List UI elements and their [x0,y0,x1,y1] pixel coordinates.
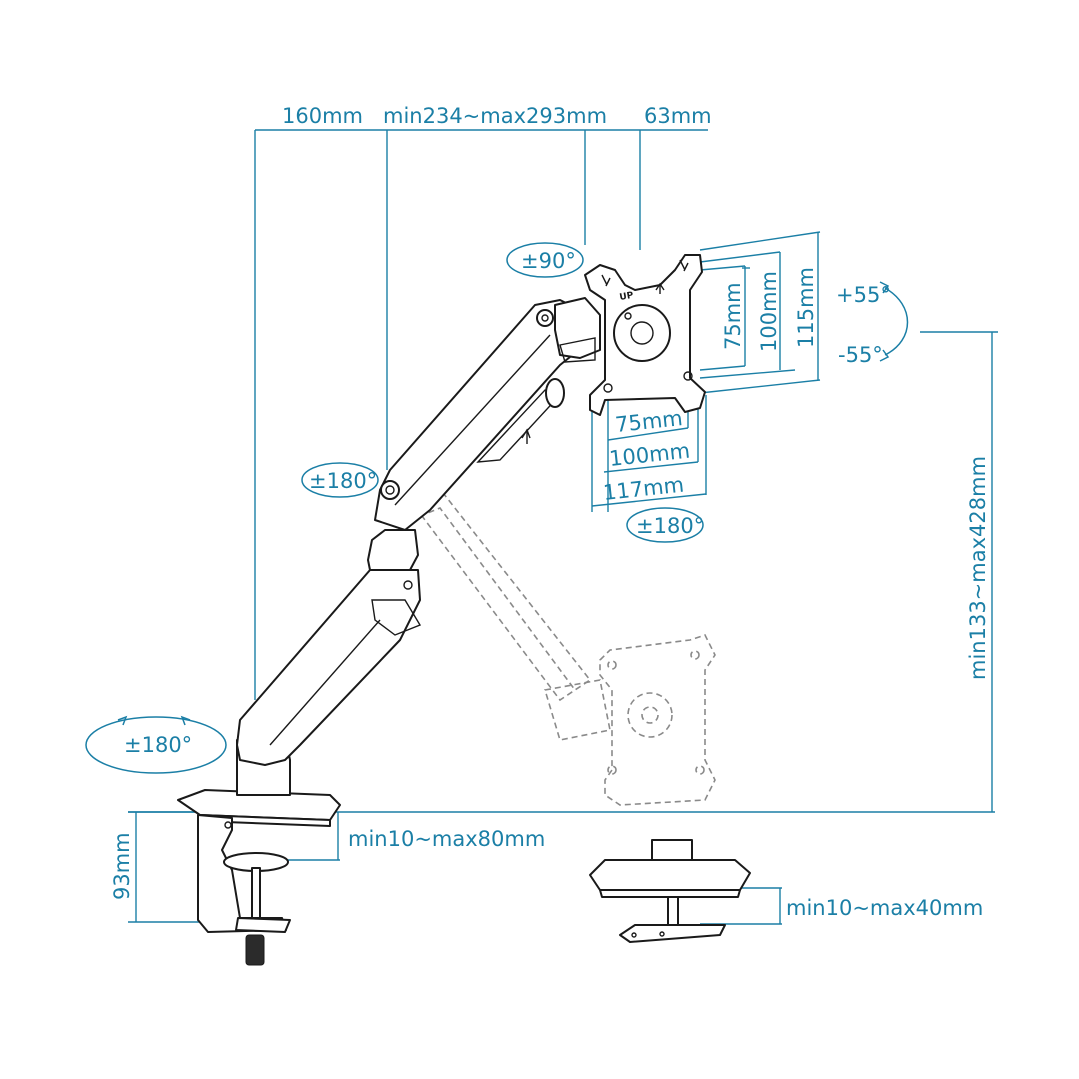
vesa-h-100-label: 100mm [608,439,691,471]
vesa-h-117-label: 117mm [602,473,685,505]
screen-rotation-label: ±180° [636,514,704,538]
base-swivel-label: ±180° [124,733,192,757]
arm-extension-label: min234~max293mm [383,104,607,128]
clamp-height-label: 93mm [110,832,134,900]
head-swivel-label: ±90° [521,249,576,273]
screen-rotation-arrow-icon [626,507,704,543]
vesa-up-mark: UP [619,291,635,303]
height-range-label: min133~max428mm [966,456,990,680]
rotation-indicators [85,242,909,774]
elbow-swivel-label: ±180° [309,469,377,493]
grommet-mount [589,839,751,943]
rotation-labels: ±180° ±180° ±90° ±180° +55° -55° [124,249,891,757]
vesa-v-100-label: 100mm [757,271,781,352]
vesa-offset-label: 63mm [644,104,712,128]
grommet-range-label: min10~max40mm [786,896,983,920]
elbow-swivel-arrow-icon [301,462,379,498]
desk-clamp [177,789,341,966]
vesa-v-75-label: 75mm [721,282,745,350]
clamp-range-label: min10~max80mm [348,827,545,851]
lower-arm [236,529,422,796]
tilt-down-label: -55° [838,343,883,367]
vesa-plate [584,254,706,416]
upper-arm [374,297,601,531]
tilt-arrow-icon [884,287,909,356]
dimension-labels: 160mm min234~max293mm 63mm 75mm 100mm 11… [110,104,990,920]
arm-reach-label: 160mm [282,104,363,128]
vesa-h-75-label: 75mm [614,406,684,437]
vesa-v-115-label: 115mm [794,267,818,348]
head-swivel-arrow-icon [506,242,584,278]
tilt-up-label: +55° [836,283,891,307]
base-swivel-arrow-icon [85,716,227,774]
